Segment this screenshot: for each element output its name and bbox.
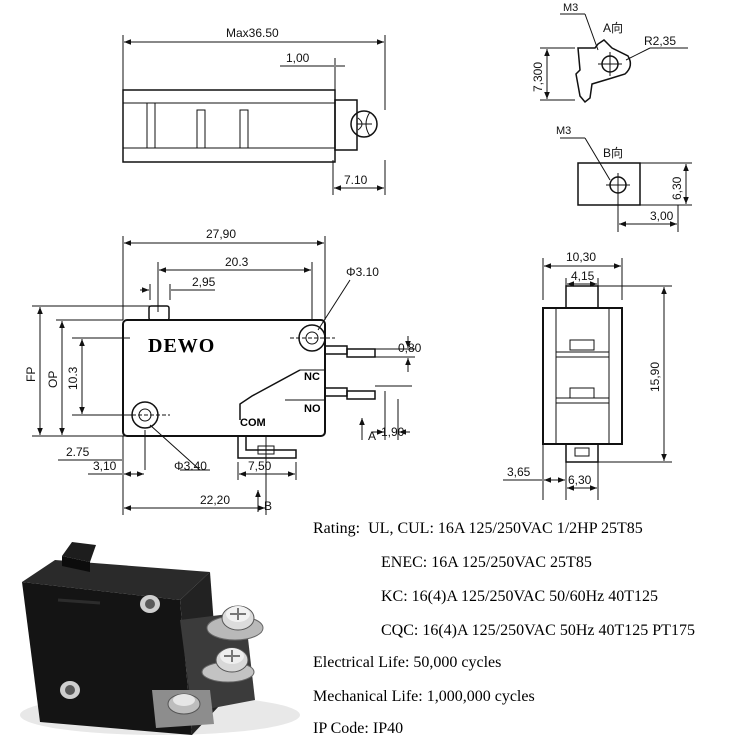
top-view [122, 35, 386, 195]
terminal-no [324, 387, 348, 397]
end-bottom-offset-label: 3,65 [507, 465, 531, 479]
terminal-com-label: COM [240, 417, 266, 429]
spec-enec: ENEC: 16A 125/250VAC 25T85 [381, 554, 592, 571]
top-slot-1 [146, 102, 156, 149]
terminal-no-label: NO [304, 403, 321, 415]
terminal-com [237, 436, 297, 459]
end-plunger [565, 285, 599, 309]
hole-bottom-dia-label: Φ3.40 [174, 459, 207, 473]
terminal-thickness-label: 0,80 [398, 341, 422, 355]
dim-hole-span-label: 20.3 [225, 255, 249, 269]
dim-roller-width-label: 7.10 [344, 173, 368, 187]
spec-rating-label: Rating: [313, 520, 361, 537]
spec-ip-label: IP Code: [313, 720, 369, 737]
top-roller [350, 110, 378, 138]
end-height-label: 15,90 [648, 362, 662, 392]
view-a-bracket [575, 39, 632, 104]
view-a-label: A向 [603, 20, 623, 35]
spec-mechanical-value: 1,000,000 cycles [426, 688, 535, 705]
spec-cqc: CQC: 16(4)A 125/250VAC 50Hz 40T125 PT175 [381, 622, 695, 639]
hole-top-dia-label: Φ3.10 [346, 265, 379, 279]
brand-logo: DEWO [148, 335, 215, 357]
end-width-label: 10,30 [566, 250, 596, 264]
terminal-nc [324, 345, 348, 355]
terminal-nc-label: NC [304, 371, 320, 383]
view-a-radius: R2,35 [644, 34, 676, 48]
switch-body [122, 319, 326, 437]
dim-max-length-label: Max36.50 [226, 26, 279, 40]
dim-lever-offset-label: 1,00 [286, 51, 310, 65]
spec-electrical-label: Electrical Life: [313, 654, 410, 671]
end-plunger-width-label: 4,15 [571, 269, 595, 283]
offset-310-label: 3,10 [93, 459, 117, 473]
view-a-height-label: 7,300 [531, 62, 545, 92]
view-b-body [577, 162, 641, 206]
end-base [565, 443, 599, 463]
spec-ip-code: IP Code: IP40 [313, 720, 403, 738]
top-lever [334, 99, 358, 151]
view-b-thread: M3 [556, 125, 571, 137]
arrow-b-label: B [264, 499, 272, 513]
terminal-gap-label: 1,90 [381, 425, 405, 439]
label-fp: FP [24, 367, 38, 382]
spec-rating-value: UL, CUL: 16A 125/250VAC 1/2HP 25T85 [368, 520, 643, 537]
product-photo [20, 542, 300, 735]
spec-mechanical-label: Mechanical Life: [313, 688, 423, 705]
top-slot-2 [196, 109, 206, 149]
view-a [540, 13, 688, 104]
top-slot-3 [239, 109, 249, 149]
spec-mechanical-life: Mechanical Life: 1,000,000 cycles [313, 688, 535, 706]
view-b-height-label: 6,30 [670, 176, 684, 200]
view-b [560, 137, 692, 232]
spec-rating: Rating: UL, CUL: 16A 125/250VAC 1/2HP 25… [313, 520, 643, 538]
spec-electrical-life: Electrical Life: 50,000 cycles [313, 654, 501, 672]
com-terminal-width-label: 7,50 [248, 459, 272, 473]
end-base-width-label: 6,30 [568, 473, 592, 487]
dim-overall-width-label: 27,90 [206, 227, 236, 241]
height-left-label: 10.3 [66, 366, 80, 390]
view-b-label: B向 [603, 145, 623, 160]
side-view [32, 236, 415, 515]
spec-kc: KC: 16(4)A 125/250VAC 50/60Hz 40T125 [381, 588, 659, 605]
spec-ip-value: IP40 [372, 720, 404, 737]
label-op: OP [46, 371, 60, 388]
internal-lever [239, 369, 301, 420]
length-to-b-label: 22,20 [200, 493, 230, 507]
dim-plunger-offset-label: 2,95 [192, 275, 216, 289]
end-view [503, 258, 672, 500]
view-b-offset-label: 3,00 [650, 209, 674, 223]
spec-electrical-value: 50,000 cycles [413, 654, 502, 671]
plunger [148, 305, 170, 321]
arrow-a-label: A [368, 429, 376, 443]
end-body [542, 307, 623, 445]
offset-275-label: 2.75 [66, 445, 90, 459]
view-a-thread: M3 [563, 2, 578, 14]
